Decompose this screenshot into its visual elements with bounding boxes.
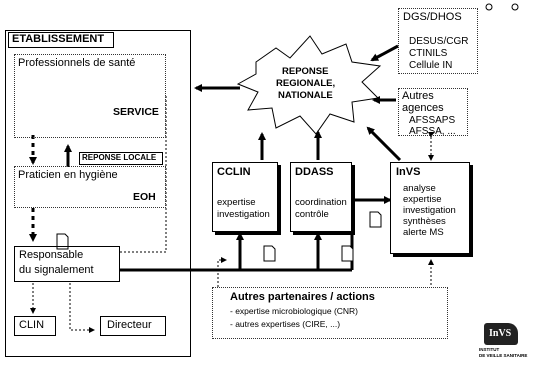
cclin-box	[212, 162, 278, 232]
responsable-box	[14, 246, 120, 282]
ddass-item: contrôle	[295, 209, 329, 220]
document-icon	[56, 211, 382, 262]
reponse-locale-box	[79, 152, 163, 165]
invs-item: synthèses	[403, 216, 446, 227]
invs-item: expertise	[403, 194, 442, 205]
directeur-label: Directeur	[107, 319, 152, 331]
agences-title-line2: agences	[402, 102, 444, 114]
dgs-item: CTINILS	[409, 48, 448, 59]
partenaires-link-left	[217, 257, 227, 287]
cclin-title: CCLIN	[217, 166, 251, 178]
partenaires-item: - autres expertises (CIRE, ...)	[230, 319, 341, 329]
invs-box	[390, 162, 470, 254]
partenaires-item: - expertise microbiologique (CNR)	[230, 306, 359, 316]
pro-sante-label: Professionnels de santé	[18, 57, 136, 69]
dgs-title: DGS/DHOS	[403, 11, 462, 23]
invs-logo: InVS INSTITUT DE VEILLE SANITAIRE	[478, 323, 528, 361]
ddass-box	[290, 162, 352, 232]
reponse-line3: NATIONALE	[278, 90, 333, 101]
dgs-item: Cellule IN	[409, 60, 453, 71]
ddass-title: DDASS	[295, 166, 334, 178]
etablissement-title-box	[8, 32, 114, 48]
reponse-line2: REGIONALE,	[276, 78, 336, 89]
praticien-label: Praticien en hygiène	[18, 169, 118, 181]
pro-sante-box	[14, 54, 166, 138]
dgs-box	[398, 8, 478, 74]
eoh-label: EOH	[133, 191, 156, 203]
invs-title: InVS	[396, 166, 421, 178]
invs-logo-text: InVS	[489, 328, 512, 339]
directeur-box	[100, 316, 166, 336]
clin-label: CLIN	[19, 319, 45, 331]
dgs-to-reponse-arrow	[370, 44, 399, 62]
service-label: SERVICE	[113, 106, 159, 118]
pro-dotted-link	[120, 96, 167, 253]
cclin-item: investigation	[217, 209, 270, 220]
agences-item: AFSSAPS	[409, 115, 456, 126]
partenaires-box	[212, 287, 448, 339]
invs-to-reponse-arrow	[366, 126, 402, 162]
ddass-item: coordination	[295, 197, 347, 208]
responsable-line1: Responsable	[19, 249, 84, 261]
praticien-box	[14, 166, 166, 208]
clin-box	[14, 316, 56, 336]
responsable-line2: du signalement	[19, 264, 94, 276]
etablissement-title: ETABLISSEMENT	[12, 33, 105, 45]
etablissement-frame	[5, 30, 191, 357]
cclin-item: expertise	[217, 197, 256, 208]
invs-logo-sub2: DE VEILLE SANITAIRE	[479, 353, 528, 358]
partenaires-title: Autres partenaires / actions	[230, 291, 375, 303]
invs-logo-sub1: INSTITUT	[479, 347, 500, 352]
invs-item: investigation	[403, 205, 456, 216]
agences-title-line1: Autres	[402, 90, 434, 102]
invs-item: analyse	[403, 183, 436, 194]
dgs-item: DESUS/CGR	[409, 36, 469, 47]
agences-item: AFSSA, ...	[409, 126, 456, 137]
invs-item: alerte MS	[403, 227, 444, 238]
reponse-burst	[236, 35, 382, 135]
invs-logo-mark	[484, 323, 518, 345]
bubble-icon	[485, 3, 493, 11]
reponse-line1: REPONSE	[282, 66, 329, 77]
bubble-icon	[511, 3, 519, 11]
reponse-locale-label: REPONSE LOCALE	[82, 153, 157, 162]
agences-box	[398, 88, 468, 136]
